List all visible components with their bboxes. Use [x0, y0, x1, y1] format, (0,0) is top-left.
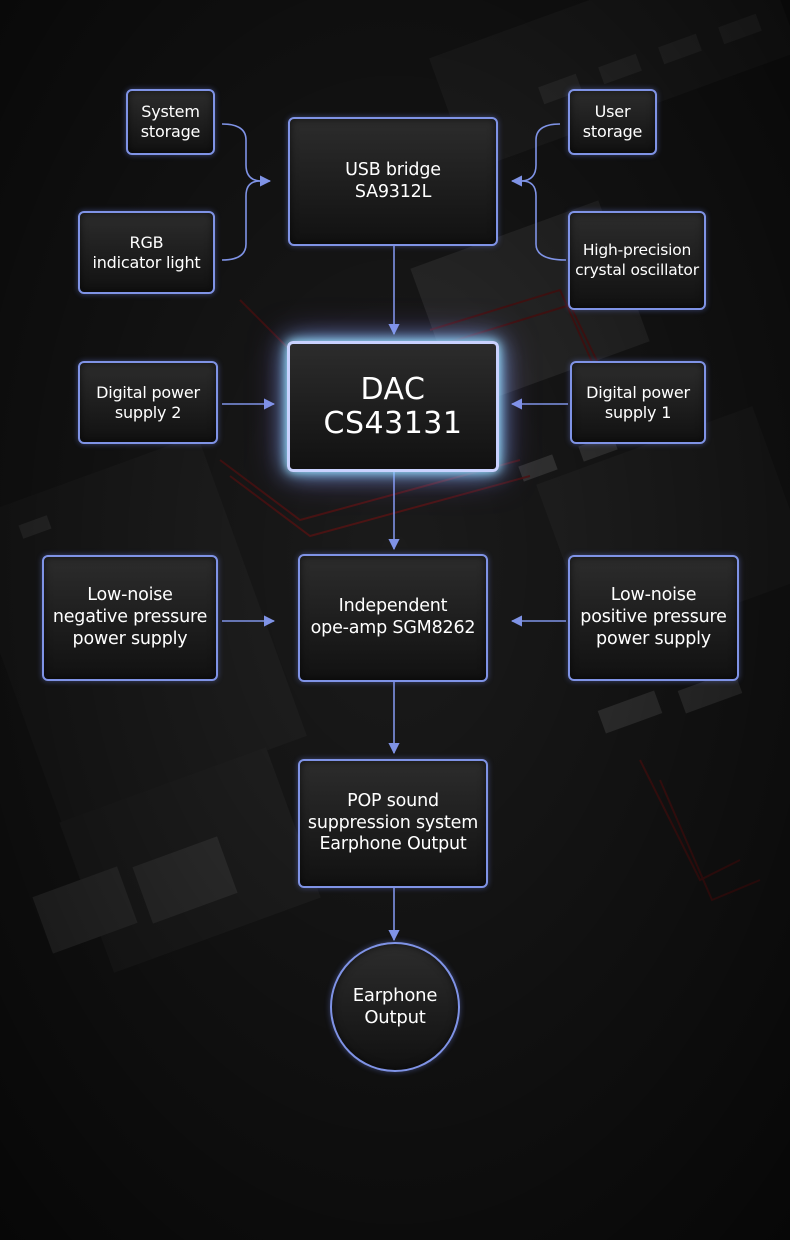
- negative-pressure-supply-node: Low-noise negative pressure power supply: [42, 555, 218, 681]
- negative-pressure-supply-label: Low-noise negative pressure power supply: [52, 585, 208, 649]
- bracket-left-usb-lower: [221, 180, 261, 261]
- usb-bridge-label: USB bridge SA9312L: [345, 159, 441, 202]
- dac-node: DAC CS43131: [287, 341, 499, 472]
- positive-pressure-supply-label: Low-noise positive pressure power supply: [580, 585, 727, 649]
- earphone-output-label: Earphone Output: [352, 984, 438, 1029]
- digital-power-supply-1-node: Digital power supply 1: [570, 361, 706, 444]
- bracket-right-usb-lower: [521, 180, 567, 261]
- positive-pressure-supply-node: Low-noise positive pressure power supply: [568, 555, 739, 681]
- system-storage-node: System storage: [126, 89, 215, 155]
- opamp-node: Independent ope-amp SGM8262: [298, 554, 488, 682]
- system-storage-label: System storage: [140, 102, 201, 141]
- earphone-output-node: Earphone Output: [330, 942, 460, 1072]
- digital-power-supply-2-label: Digital power supply 2: [96, 382, 200, 422]
- opamp-label: Independent ope-amp SGM8262: [310, 596, 476, 638]
- bracket-right-usb: [510, 123, 561, 187]
- pop-suppression-label: POP sound suppression system Earphone Ou…: [307, 790, 479, 855]
- dac-label: DAC CS43131: [323, 371, 463, 441]
- digital-power-supply-2-node: Digital power supply 2: [78, 361, 218, 444]
- bracket-left-usb: [221, 123, 272, 187]
- rgb-indicator-light-label: RGB indicator light: [92, 232, 201, 272]
- rgb-indicator-light-node: RGB indicator light: [78, 211, 215, 294]
- pop-suppression-node: POP sound suppression system Earphone Ou…: [298, 759, 488, 888]
- user-storage-node: User storage: [568, 89, 657, 155]
- digital-power-supply-1-label: Digital power supply 1: [586, 382, 690, 422]
- usb-bridge-node: USB bridge SA9312L: [288, 117, 498, 246]
- crystal-oscillator-node: High-precision crystal oscillator: [568, 211, 706, 310]
- crystal-oscillator-label: High-precision crystal oscillator: [575, 241, 699, 279]
- user-storage-label: User storage: [582, 102, 643, 141]
